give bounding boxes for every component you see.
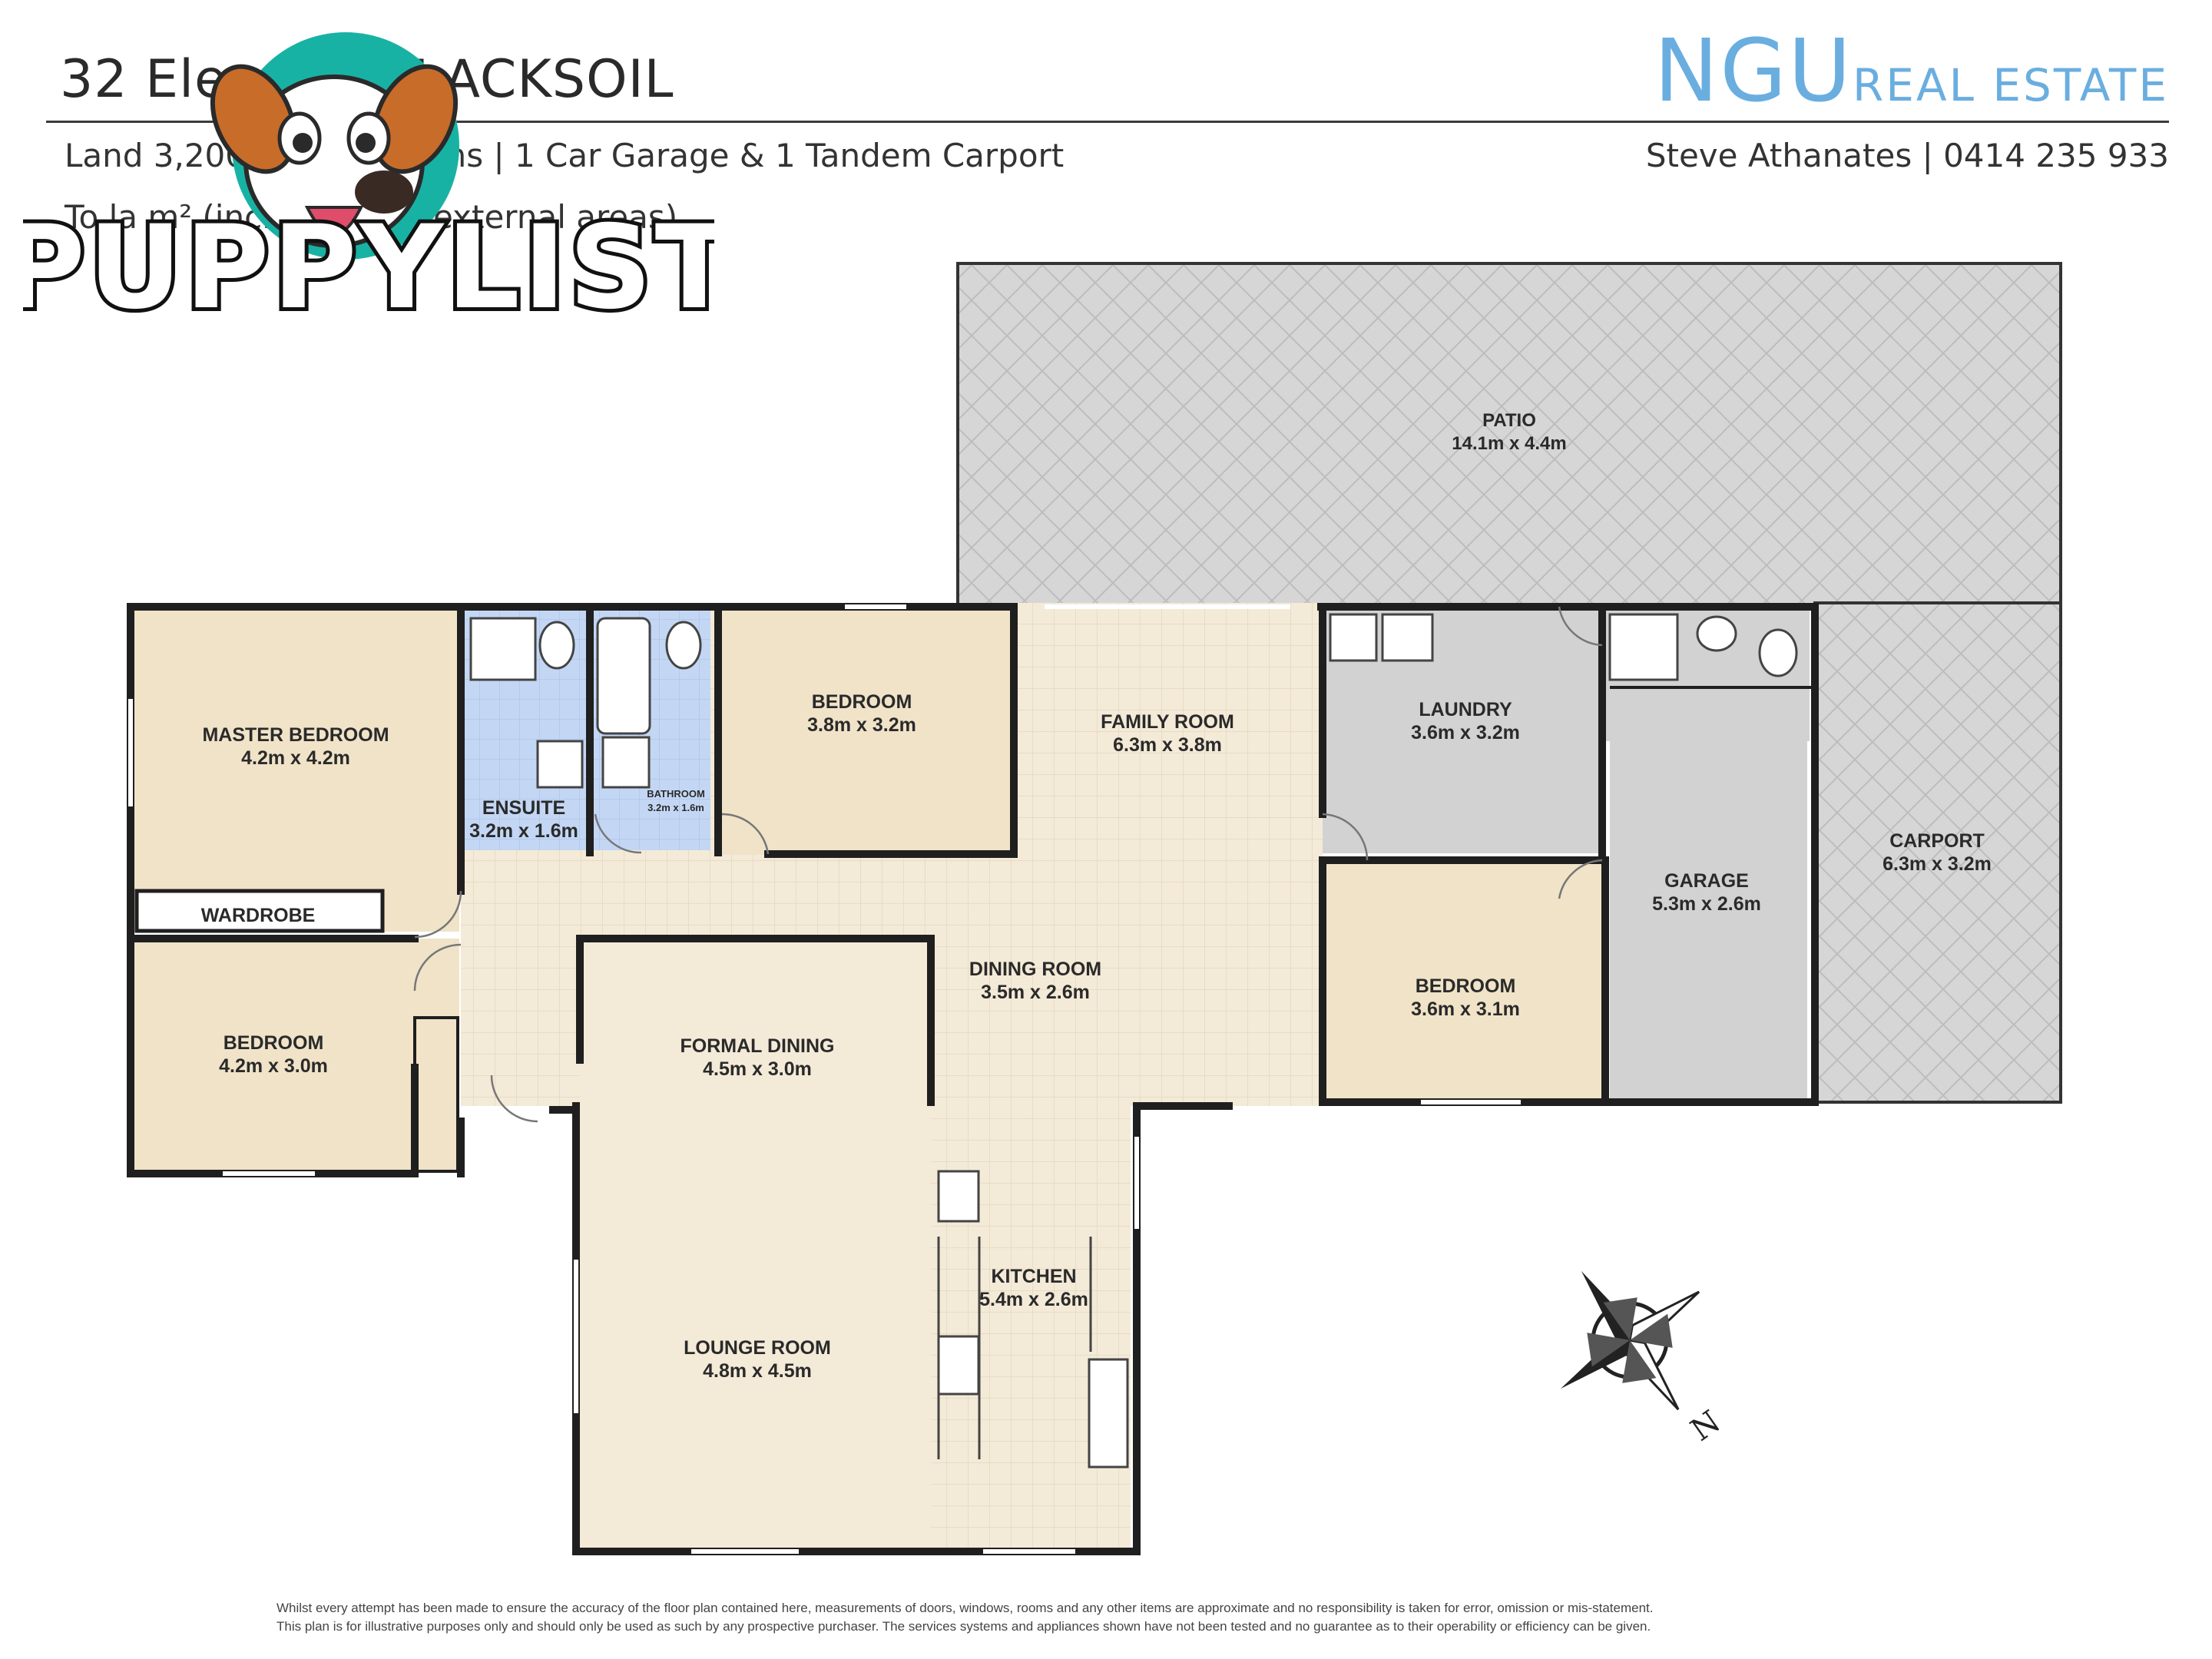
bedroom-2-floor (714, 611, 1012, 855)
ensuite-name: ENSUITE (482, 797, 565, 819)
laundry-tub-icon (1329, 613, 1378, 662)
formal-dining-floor (580, 939, 931, 1549)
bedroom-3-size: 4.2m x 3.0m (219, 1055, 328, 1077)
formal-dining-size: 4.5m x 3.0m (703, 1058, 812, 1080)
dining-room-size: 3.5m x 2.6m (981, 982, 1090, 1003)
ensuite-size: 3.2m x 1.6m (469, 820, 578, 842)
puppylist-watermark: PUPPYLIST (23, 32, 714, 323)
dining-room-name: DINING ROOM (969, 959, 1101, 980)
bedroom-3-name: BEDROOM (224, 1032, 324, 1054)
laundry-size: 3.6m x 3.2m (1411, 722, 1520, 743)
brand-primary: NGU (1654, 22, 1853, 121)
door-swings (413, 606, 1603, 1123)
wardrobe-name: WARDROBE (201, 905, 316, 926)
formal-dining-name: FORMAL DINING (680, 1035, 835, 1057)
master-bedroom-size: 4.2m x 4.2m (241, 747, 350, 769)
fixtures (469, 613, 1798, 1469)
toilet-garage-icon (1758, 628, 1798, 677)
dog-mascot-icon (210, 32, 459, 260)
disclaimer-line-1: Whilst every attempt has been made to en… (276, 1601, 1654, 1615)
family-room-name: FAMILY ROOM (1101, 711, 1234, 733)
shower-garage-icon (1608, 613, 1679, 681)
shower-ensuite-icon (469, 617, 537, 681)
brand-secondary: REAL ESTATE (1852, 59, 2169, 111)
patio-size: 14.1m x 4.4m (1452, 433, 1566, 454)
laundry-name: LAUNDRY (1419, 699, 1512, 720)
disclaimer-line-2: This plan is for illustrative purposes o… (276, 1619, 1651, 1634)
windows (128, 604, 1521, 1554)
wardrobe-floor (134, 889, 385, 933)
garage-size: 5.3m x 2.6m (1652, 893, 1761, 915)
master-bedroom-name: MASTER BEDROOM (202, 724, 389, 746)
basin-bathroom-icon (601, 736, 651, 789)
carport-area (1813, 601, 2062, 1104)
toilet-bathroom-icon (665, 621, 702, 670)
compass-rose-icon (1560, 1270, 1700, 1411)
carport-size: 6.3m x 3.2m (1883, 853, 1992, 875)
agent-contact: Steve Athanates | 0414 235 933 (1645, 137, 2169, 174)
basin-garage-icon (1696, 615, 1737, 652)
bathroom-size: 3.2m x 1.6m (647, 802, 704, 813)
header-divider (46, 121, 2169, 123)
bedroom-3-floor (129, 939, 459, 1173)
lounge-room-size: 4.8m x 4.5m (703, 1360, 812, 1382)
disclaimer: Whilst every attempt has been made to en… (276, 1599, 1951, 1636)
sink-icon (1088, 1358, 1129, 1469)
bedroom-4-size: 3.6m x 3.1m (1411, 998, 1520, 1020)
washer-icon (1381, 613, 1434, 662)
bedroom-2-size: 3.8m x 3.2m (807, 714, 916, 736)
lounge-room-name: LOUNGE ROOM (684, 1337, 831, 1359)
garage-floor (1610, 687, 1807, 1102)
patio-name: PATIO (1482, 410, 1536, 431)
bedroom-4-floor (1323, 860, 1603, 1102)
bedroom-4-name: BEDROOM (1416, 975, 1516, 997)
kitchen-size: 5.4m x 2.6m (979, 1289, 1088, 1310)
bathroom-name: BATHROOM (647, 788, 705, 800)
kitchen-name: KITCHEN (991, 1266, 1076, 1287)
bedroom-2-name: BEDROOM (812, 691, 912, 713)
garage-name: GARAGE (1664, 870, 1749, 892)
watermark-text: PUPPYLIST (23, 201, 714, 323)
carport-name: CARPORT (1889, 830, 1985, 852)
basin-ensuite-icon (536, 740, 584, 789)
toilet-ensuite-icon (538, 621, 575, 670)
brand-logo: NGUREAL ESTATE (1654, 22, 2169, 121)
cooktop-icon (937, 1170, 980, 1223)
thin-partitions (413, 686, 1813, 1173)
master-bedroom-floor (129, 609, 459, 932)
patio-area (956, 262, 2062, 611)
kitchen-floor (931, 1098, 1131, 1551)
family-room-size: 6.3m x 3.8m (1113, 734, 1222, 756)
bathtub-icon (596, 617, 651, 735)
stove-icon (937, 1335, 980, 1396)
compass-north-label: N (1684, 1404, 1727, 1449)
